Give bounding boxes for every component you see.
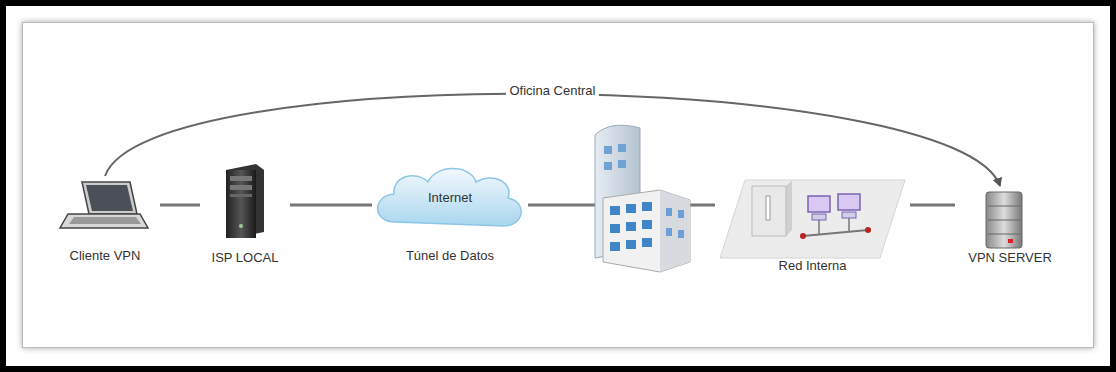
laptop-node: Cliente VPN [50,176,160,268]
network-node: Red Interna [715,176,910,276]
building-icon [595,125,690,272]
inner-panel [22,22,1094,348]
node-label: Internet [428,190,472,205]
node-label: Túnel de Datos [406,248,494,263]
connector [160,204,200,207]
network-platform-icon [720,180,905,258]
laptop-icon [60,182,148,228]
node-label: ISP LOCAL [212,250,279,265]
server-tower-icon [226,164,264,238]
server-icon [986,192,1022,248]
node-label: VPN SERVER [968,250,1052,265]
isp-node: ISP LOCAL [200,160,290,272]
node-label: Red Interna [779,258,847,273]
cloud-shape [378,169,522,227]
cloud-node: InternetTúnel de Datos [372,164,528,272]
server-node: VPN SERVER [955,186,1065,268]
connector [290,204,372,207]
connector [910,204,955,207]
node-label: Cliente VPN [70,248,141,263]
edge-label: Oficina Central [506,83,600,98]
